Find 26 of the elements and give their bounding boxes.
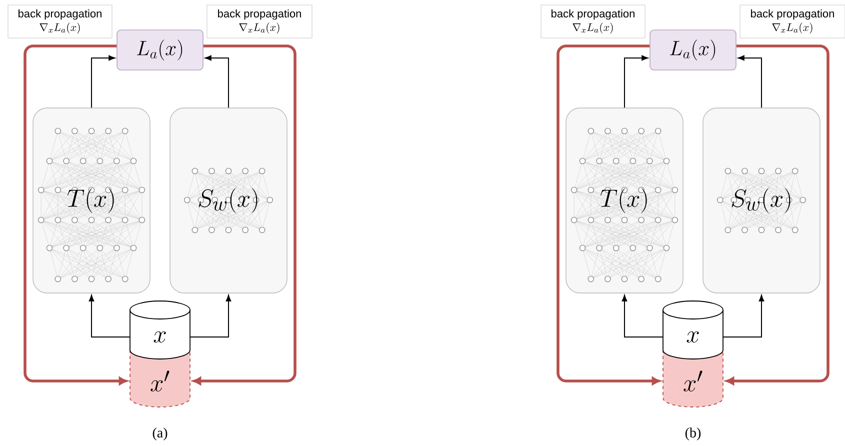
arrow <box>192 44 296 385</box>
loss-box: $L_a(x)$ <box>650 30 736 70</box>
arrow <box>556 44 660 385</box>
arrow <box>726 44 830 385</box>
network-box: $S_w(x)$ <box>702 108 820 294</box>
loss-box: $L_a(x)$ <box>116 30 204 70</box>
arrow <box>204 55 229 108</box>
arrow <box>624 55 648 108</box>
annotation-box: back propagation $\nabla_x L_a(x)$ <box>206 4 312 38</box>
annotation-box: back propagation $\nabla_x L_a(x)$ <box>540 4 646 38</box>
network-box: $T(x)$ <box>32 108 150 294</box>
network-box: $T(x)$ <box>566 108 684 294</box>
arrow <box>738 55 762 108</box>
caption: (b) <box>685 428 701 440</box>
arrow <box>722 294 764 338</box>
network-box: $S_w(x)$ <box>170 108 288 294</box>
arrow <box>24 44 128 385</box>
database-cylinder: $x$ <box>662 300 724 360</box>
arrow <box>622 294 664 338</box>
database-cylinder: $x$ <box>130 300 190 360</box>
arrow <box>190 294 232 338</box>
annotation-box: back propagation $\nabla_x L_a(x)$ <box>8 4 112 38</box>
arrow <box>91 55 116 108</box>
annotation-box: back propagation $\nabla_x L_a(x)$ <box>740 4 845 38</box>
arrow <box>88 294 130 338</box>
caption: (a) <box>152 428 168 440</box>
